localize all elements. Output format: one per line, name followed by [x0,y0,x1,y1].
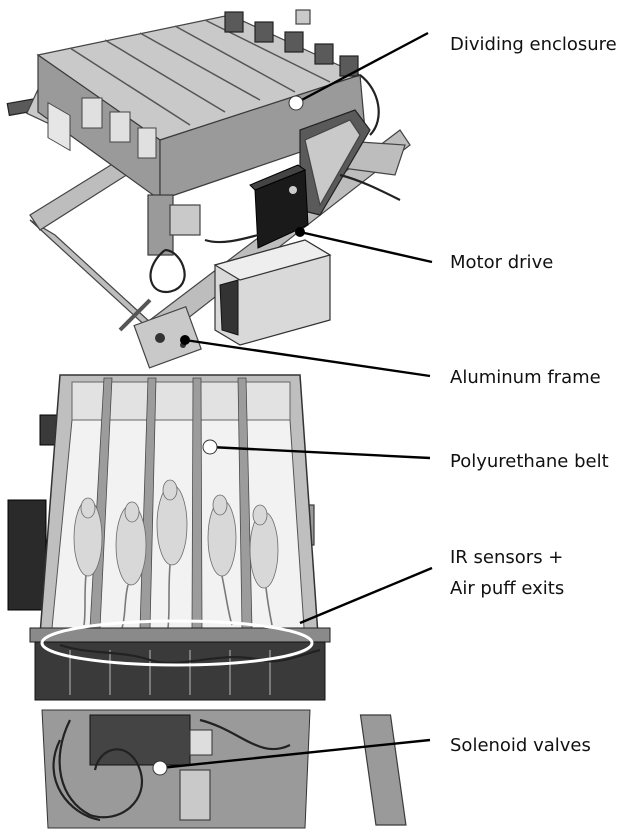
solenoid-valves-label: Solenoid valves [450,735,591,756]
rats [73,479,279,629]
ir-sensors-label-line1: IR sensors + [450,547,563,568]
motor-drive-drawing [249,164,309,249]
bottom-apparatus-photo [7,374,407,829]
ir-sensors-highlight [40,619,314,667]
aluminum-frame-label: Aluminum frame [450,367,601,388]
solenoid-valves-marker [152,760,168,776]
ir-sensors-label-line2: Air puff exits [450,578,564,599]
dividing-enclosure-label: Dividing enclosure [450,34,617,55]
motor-drive-label: Motor drive [450,252,553,273]
top-apparatus-photo [6,9,411,369]
polyurethane-belt-label: Polyurethane belt [450,451,609,472]
dividing-enclosure-marker [288,95,304,111]
motor-drive-marker [295,227,305,237]
dividing-enclosure-drawing [36,9,366,202]
solenoid-valves-drawing [89,714,213,821]
aluminum-frame-marker [180,335,190,345]
callouts: Dividing enclosure Motor drive Aluminum … [152,31,617,776]
polyurethane-belt-marker [202,439,218,455]
